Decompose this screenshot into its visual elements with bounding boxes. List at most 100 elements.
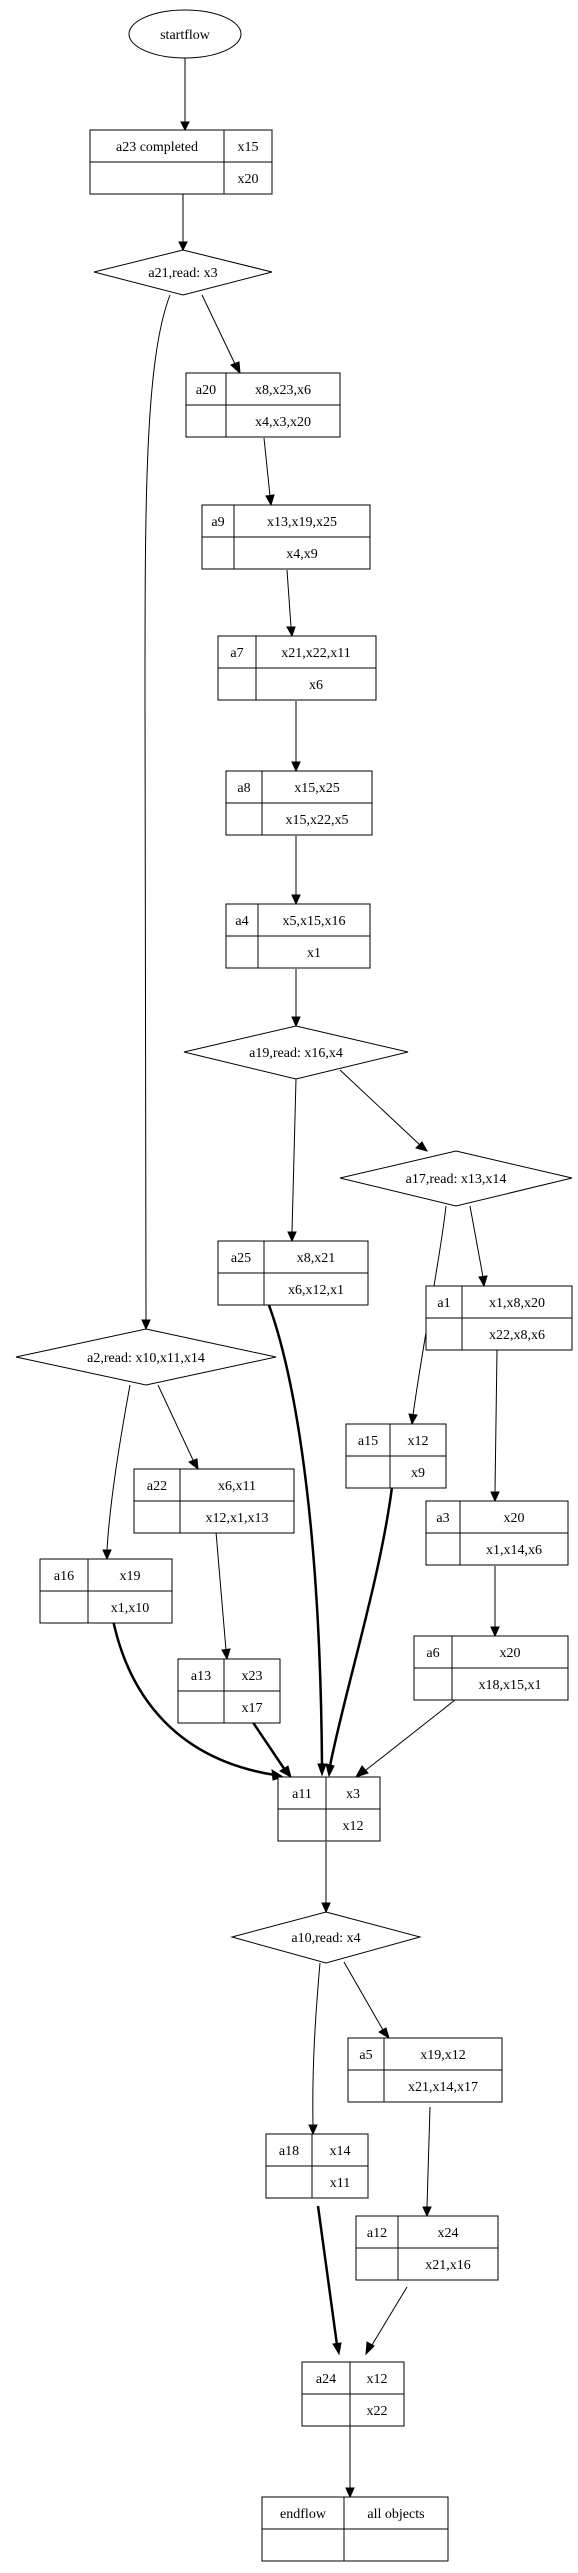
node-a8: a8 x15,x25 x15,x22,x5 xyxy=(225,770,373,836)
node-reads: x9 xyxy=(411,1466,425,1481)
arrowhead xyxy=(378,2027,390,2040)
edge-d2-a22 xyxy=(157,1384,194,1461)
node-writes: x8,x21 xyxy=(297,1251,336,1266)
arrowhead xyxy=(332,2342,342,2356)
node-a18: a18 x14 x11 xyxy=(265,2133,369,2199)
edge-d21-d2 xyxy=(144,294,171,1321)
node-name: a25 xyxy=(231,1251,251,1266)
arrowhead xyxy=(291,894,301,906)
arrowhead xyxy=(291,1016,301,1028)
edge-d19-a25 xyxy=(291,1078,297,1233)
edge-d21-a20 xyxy=(201,294,236,365)
node-reads: x4,x3,x20 xyxy=(255,415,311,430)
node-a16: a16 x19 x1,x10 xyxy=(39,1558,173,1624)
node-reads: x17 xyxy=(242,1701,263,1716)
node-a7: a7 x21,x22,x11 x6 xyxy=(217,635,377,701)
node-reads: x11 xyxy=(330,2176,350,2191)
node-reads: x4,x9 xyxy=(286,547,318,562)
node-a25: a25 x8,x21 x6,x12,x1 xyxy=(217,1240,369,1306)
node-writes: x6,x11 xyxy=(218,1479,256,1494)
node-name: a15 xyxy=(358,1434,378,1449)
edge-d17-a1 xyxy=(469,1205,484,1278)
arrowhead xyxy=(490,1491,500,1503)
edge-a13-a11 xyxy=(248,1717,287,1771)
node-name: a12 xyxy=(367,2226,387,2241)
node-name: a7 xyxy=(230,646,243,661)
node-name: a9 xyxy=(211,515,224,530)
node-reads: x6,x12,x1 xyxy=(288,1283,344,1298)
arrowhead xyxy=(478,1275,488,1288)
node-name: a3 xyxy=(436,1511,449,1526)
node-reads: x15,x22,x5 xyxy=(286,813,349,828)
decision-label: a2,read: x10,x11,x14 xyxy=(87,1351,205,1366)
decision-label: a10,read: x4 xyxy=(291,1931,360,1946)
node-name: a22 xyxy=(147,1479,167,1494)
node-writes: x19 xyxy=(120,1569,141,1584)
edge-a1-a3 xyxy=(494,1349,498,1493)
arrowhead xyxy=(286,626,296,638)
node-a1: a1 x1,x8,x20 x22,x8,x6 xyxy=(425,1285,573,1351)
decision-label: a21,read: x3 xyxy=(148,266,217,281)
arrowhead xyxy=(291,761,301,773)
node-reads: x1 xyxy=(307,946,321,961)
edge-a5-a12 xyxy=(426,2106,431,2208)
arrowhead xyxy=(317,1763,327,1777)
decision-label: a17,read: x13,x14 xyxy=(406,1172,507,1187)
node-writes: x8,x23,x6 xyxy=(255,383,311,398)
node-reads: x22 xyxy=(367,2404,388,2419)
arrowhead xyxy=(141,1319,151,1331)
node-a22: a22 x6,x11 x12,x1,x13 xyxy=(133,1468,295,1534)
node-a13: a13 x23 x17 xyxy=(177,1658,281,1724)
arrowhead xyxy=(308,2124,318,2136)
arrowhead xyxy=(178,241,188,252)
node-writes: x14 xyxy=(330,2144,351,2159)
arrowhead xyxy=(415,1141,429,1152)
arrowhead xyxy=(365,2341,375,2356)
node-a15: a15 x12 x9 xyxy=(345,1423,447,1489)
node-reads: x12,x1,x13 xyxy=(206,1511,269,1526)
node-name: a1 xyxy=(437,1296,450,1311)
arrowhead xyxy=(321,1902,331,1914)
node-writes: x20 xyxy=(504,1511,525,1526)
node-reads: x1,x10 xyxy=(111,1601,150,1616)
arrowhead xyxy=(102,1549,112,1561)
edge-a12-a24 xyxy=(371,2286,408,2346)
node-name: a4 xyxy=(235,914,248,929)
node-name: a6 xyxy=(426,1646,439,1661)
node-reads: x12 xyxy=(343,1819,364,1834)
arrowhead xyxy=(221,1648,231,1661)
node-writes: x19,x12 xyxy=(420,2048,466,2063)
node-endflow: endflow all objects xyxy=(261,2496,449,2562)
edge-d19-d17 xyxy=(339,1069,421,1146)
edge-a20-a9 xyxy=(263,437,271,497)
decision-a17: a17,read: x13,x14 xyxy=(339,1150,573,1207)
node-a12: a12 x24 x21,x16 xyxy=(355,2215,499,2281)
edge-a6-a11 xyxy=(365,1699,456,1771)
arrowhead xyxy=(354,1765,369,1778)
arrowhead xyxy=(422,2206,432,2218)
node-reads: x22,x8,x6 xyxy=(489,1328,545,1343)
node-name: a18 xyxy=(279,2144,299,2159)
node-name: a16 xyxy=(54,1569,74,1584)
node-reads: x6 xyxy=(309,678,323,693)
node-name: a23 completed xyxy=(116,140,198,155)
edge-d2-a16 xyxy=(106,1384,131,1551)
arrowhead xyxy=(265,494,275,507)
edge-a25-a11 xyxy=(260,1287,324,1766)
node-writes: x21,x22,x11 xyxy=(281,646,350,661)
arrowhead xyxy=(230,361,241,375)
decision-a19: a19,read: x16,x4 xyxy=(183,1025,409,1080)
start-label: startflow xyxy=(160,28,211,43)
edges xyxy=(102,58,500,2499)
node-writes: x15 xyxy=(238,140,259,155)
node-name: endflow xyxy=(280,2507,327,2522)
node-reads: x21,x16 xyxy=(425,2258,471,2273)
node-writes: x24 xyxy=(438,2226,459,2241)
node-reads: x1,x14,x6 xyxy=(486,1543,542,1558)
edge-d10-a18 xyxy=(312,1962,321,2126)
node-writes: x15,x25 xyxy=(294,781,340,796)
arrowhead xyxy=(325,1763,335,1778)
arrowhead xyxy=(187,1458,199,1471)
node-writes: x13,x19,x25 xyxy=(267,515,337,530)
